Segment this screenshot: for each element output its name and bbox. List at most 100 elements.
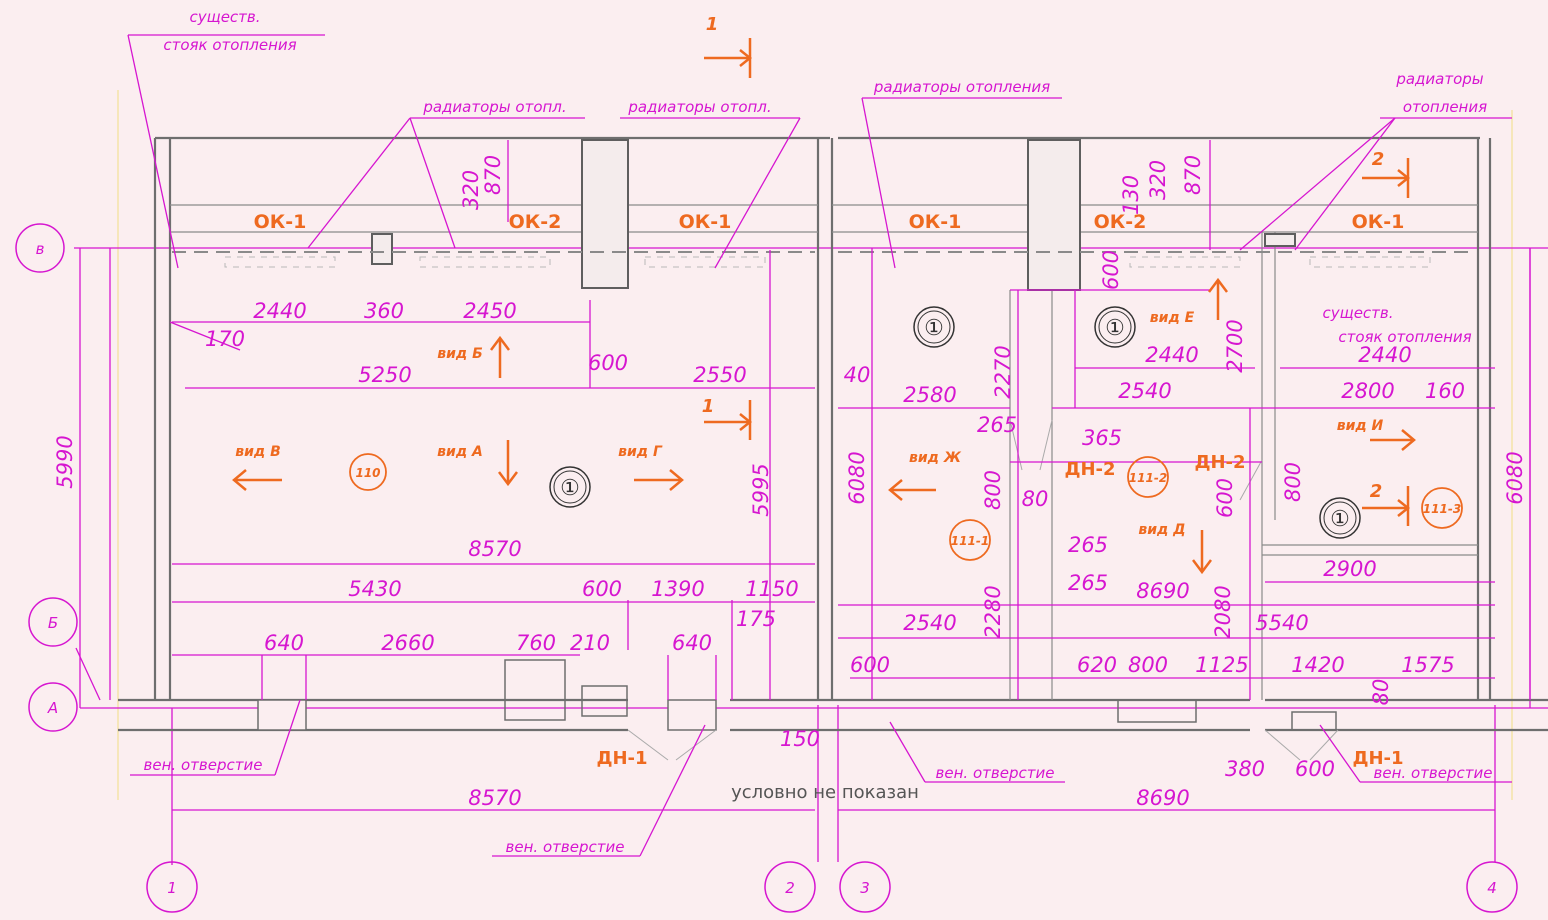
svg-text:360: 360: [364, 299, 404, 323]
svg-text:2450: 2450: [463, 299, 516, 323]
svg-text:320: 320: [459, 170, 483, 210]
section-number: 1: [702, 396, 715, 417]
svg-text:1390: 1390: [651, 577, 704, 601]
svg-text:265: 265: [1068, 571, 1108, 595]
svg-text:620: 620: [1077, 653, 1117, 677]
svg-text:①: ①: [1330, 507, 1350, 532]
svg-text:760: 760: [516, 631, 556, 655]
view-label: вид Б: [437, 346, 483, 362]
room-tag-111-2: 111-2: [1127, 456, 1169, 498]
view-label: вид А: [437, 444, 483, 460]
svg-text:80: 80: [1022, 487, 1049, 511]
svg-text:380: 380: [1225, 757, 1265, 781]
leader-radiators-1: радиаторы отопл.: [422, 98, 566, 116]
window-mark: ОК-1: [909, 211, 962, 233]
svg-text:640: 640: [264, 631, 304, 655]
svg-text:800: 800: [1128, 653, 1168, 677]
svg-text:600: 600: [850, 653, 890, 677]
svg-text:600: 600: [1295, 757, 1335, 781]
room-tag-111-3: 111-3: [1421, 487, 1463, 529]
leader-radiators-4a: радиаторы: [1395, 70, 1483, 88]
door-mark: ДН-2: [1194, 452, 1245, 473]
svg-text:8690: 8690: [1136, 786, 1189, 810]
svg-text:1575: 1575: [1401, 653, 1454, 677]
svg-text:111-1: 111-1: [951, 534, 989, 548]
leader-vent-4: вен. отверстие: [1374, 764, 1493, 782]
svg-text:210: 210: [570, 631, 610, 655]
axis-bubble-v: в: [15, 223, 65, 273]
svg-text:8570: 8570: [468, 537, 521, 561]
axis-bubble-b: Б: [28, 597, 78, 647]
svg-text:40: 40: [844, 363, 871, 387]
note-not-shown: условно не показан: [731, 782, 919, 803]
svg-text:800: 800: [981, 470, 1005, 510]
svg-text:2440: 2440: [1358, 343, 1411, 367]
svg-text:2270: 2270: [991, 345, 1015, 398]
view-label: вид Ж: [909, 450, 962, 466]
svg-text:80: 80: [1369, 679, 1393, 706]
window-mark: ОК-1: [679, 211, 732, 233]
door-mark: ДН-1: [1352, 748, 1403, 769]
section-number: 2: [1372, 149, 1385, 170]
svg-text:①: ①: [1105, 316, 1125, 341]
svg-text:111-2: 111-2: [1129, 471, 1167, 485]
leader-riser-existing-1: существ.: [189, 8, 260, 26]
svg-text:5430: 5430: [348, 577, 401, 601]
view-label: вид Е: [1150, 310, 1195, 326]
svg-text:111-3: 111-3: [1423, 502, 1461, 516]
svg-text:1125: 1125: [1195, 653, 1248, 677]
leader-riser-right-1: существ.: [1322, 304, 1393, 322]
leader-vent-1: вен. отверстие: [144, 756, 263, 774]
section-number: 2: [1370, 481, 1383, 502]
svg-text:600: 600: [1213, 478, 1237, 518]
svg-text:Б: Б: [48, 614, 58, 632]
svg-text:1150: 1150: [745, 577, 798, 601]
svg-text:6080: 6080: [845, 451, 869, 504]
view-label: вид В: [235, 444, 281, 460]
leader-riser-existing-2: стояк отопления: [163, 36, 296, 54]
section-arrows: [704, 38, 1411, 526]
svg-text:640: 640: [672, 631, 712, 655]
building-walls: [118, 136, 1548, 732]
window-mark: ОК-1: [254, 211, 307, 233]
svg-text:2080: 2080: [1211, 585, 1235, 638]
svg-text:320: 320: [1146, 160, 1170, 200]
svg-text:600: 600: [582, 577, 622, 601]
svg-text:265: 265: [1068, 533, 1108, 557]
leader-radiators-3: радиаторы отопления: [873, 78, 1050, 96]
window-mark: ОК-2: [1094, 211, 1147, 233]
svg-text:4: 4: [1487, 879, 1497, 897]
view-label: вид Г: [618, 444, 663, 460]
svg-text:в: в: [36, 240, 45, 258]
detail-callout: ①: [913, 306, 955, 348]
window-mark: ОК-1: [1352, 211, 1405, 233]
view-arrows: [232, 277, 1416, 575]
leader-riser-right-2: стояк отопления: [1338, 328, 1471, 346]
svg-text:160: 160: [1425, 379, 1465, 403]
svg-text:600: 600: [588, 351, 628, 375]
column-small-right: [1264, 233, 1296, 247]
svg-text:150: 150: [780, 727, 820, 751]
door-mark: ДН-2: [1064, 459, 1115, 480]
dimension-lines: [109, 140, 1531, 811]
svg-text:175: 175: [736, 607, 776, 631]
svg-text:3: 3: [860, 879, 870, 897]
svg-text:А: А: [47, 699, 58, 717]
svg-text:8690: 8690: [1136, 579, 1189, 603]
axis-bubble-2: 2: [764, 861, 816, 913]
svg-text:265: 265: [977, 413, 1017, 437]
radiators: [172, 251, 1475, 268]
svg-text:2: 2: [785, 879, 795, 897]
svg-text:600: 600: [1099, 250, 1123, 290]
svg-text:5995: 5995: [749, 463, 773, 516]
svg-text:130: 130: [1119, 175, 1143, 215]
axis-bubble-4: 4: [1466, 861, 1518, 913]
leader-radiators-4b: отопления: [1403, 98, 1487, 116]
axis-bubble-3: 3: [839, 861, 891, 913]
view-label: вид Д: [1138, 522, 1185, 538]
svg-text:800: 800: [1281, 462, 1305, 502]
door-mark: ДН-1: [596, 748, 647, 769]
leader-radiators-2: радиаторы отопл.: [627, 98, 771, 116]
svg-text:6080: 6080: [1503, 451, 1527, 504]
axis-bubble-1: 1: [146, 861, 198, 913]
